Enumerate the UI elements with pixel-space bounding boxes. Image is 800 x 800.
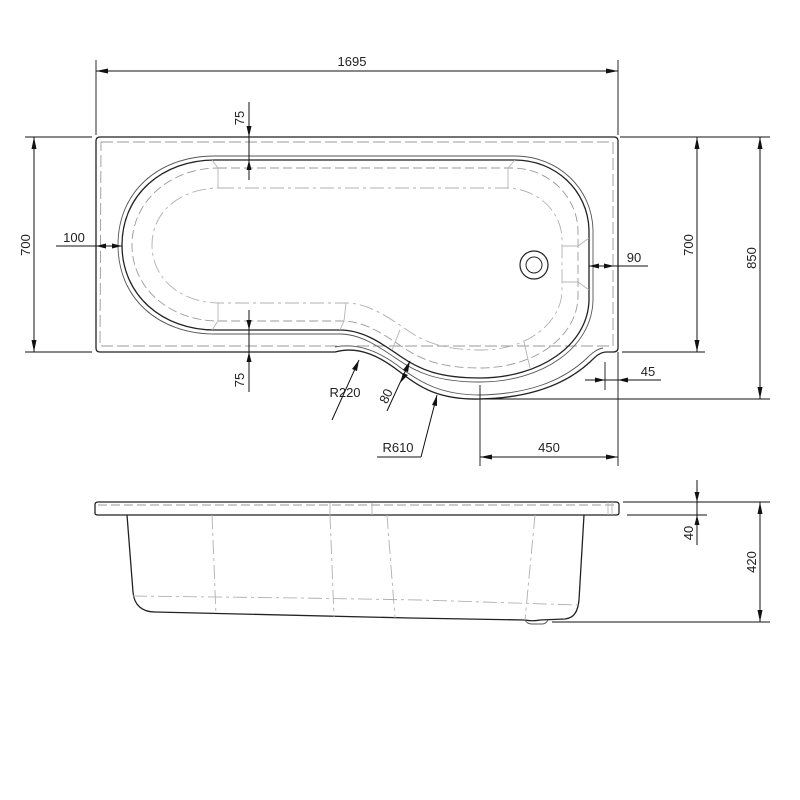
outer-curve-offset bbox=[334, 345, 604, 396]
dimension-right-height: 700 bbox=[620, 136, 770, 353]
side-hidden-line bbox=[386, 514, 396, 619]
plan-view: 1695 75 700 100 bbox=[18, 54, 770, 466]
svg-text:R220: R220 bbox=[329, 385, 360, 400]
basin-floor-hidden-2 bbox=[151, 187, 563, 351]
basin-floor-hidden-1 bbox=[131, 167, 579, 369]
svg-text:75: 75 bbox=[232, 373, 247, 387]
svg-text:450: 450 bbox=[538, 440, 560, 455]
side-waste-foot bbox=[524, 619, 549, 625]
dimension-bottom-rim: 75 bbox=[232, 310, 252, 392]
dimension-outer-radius: R610 bbox=[377, 394, 438, 458]
dimension-overall-width: 850 bbox=[480, 137, 770, 400]
side-body-outline bbox=[126, 514, 585, 622]
rim-edge-hidden bbox=[99, 141, 614, 347]
dimension-rim-thickness: 40 bbox=[623, 480, 770, 545]
side-rim bbox=[94, 501, 620, 516]
basin-outline-offset bbox=[117, 155, 594, 383]
dimension-top-rim: 75 bbox=[232, 102, 252, 180]
side-hidden-line bbox=[211, 514, 217, 616]
dimension-overall-height: 420 bbox=[552, 502, 770, 623]
svg-text:100: 100 bbox=[63, 230, 85, 245]
svg-text:90: 90 bbox=[627, 250, 641, 265]
svg-text:75: 75 bbox=[232, 111, 247, 125]
outer-rim-outline bbox=[95, 136, 619, 400]
svg-text:850: 850 bbox=[744, 247, 759, 269]
side-floor-hidden-line bbox=[132, 595, 579, 606]
dimension-inner-radius: R220 bbox=[329, 359, 361, 421]
side-elevation-view: 40 420 bbox=[94, 480, 770, 625]
svg-text:80: 80 bbox=[376, 386, 396, 405]
waste-outlet-icon bbox=[519, 250, 549, 280]
side-hidden-line bbox=[524, 514, 536, 621]
svg-text:R610: R610 bbox=[382, 440, 413, 455]
basin-facet-lines bbox=[211, 159, 590, 369]
dimension-right-end-rim: 90 bbox=[589, 250, 648, 269]
svg-text:1695: 1695 bbox=[338, 54, 367, 69]
svg-text:45: 45 bbox=[641, 364, 655, 379]
basin-outline bbox=[121, 159, 590, 379]
svg-text:700: 700 bbox=[18, 234, 33, 256]
dimension-overall-length: 1695 bbox=[95, 54, 619, 135]
dimension-left-height: 700 bbox=[18, 136, 92, 353]
dimension-curve-length: 450 bbox=[479, 385, 619, 466]
svg-text:700: 700 bbox=[681, 234, 696, 256]
dimension-left-end-rim: 100 bbox=[56, 230, 122, 249]
side-hidden-line bbox=[329, 514, 335, 618]
dimension-step-offset: 45 bbox=[585, 352, 661, 400]
svg-text:420: 420 bbox=[744, 551, 759, 573]
dimension-curve-rim: 80 bbox=[376, 360, 411, 412]
svg-text:40: 40 bbox=[681, 526, 696, 540]
